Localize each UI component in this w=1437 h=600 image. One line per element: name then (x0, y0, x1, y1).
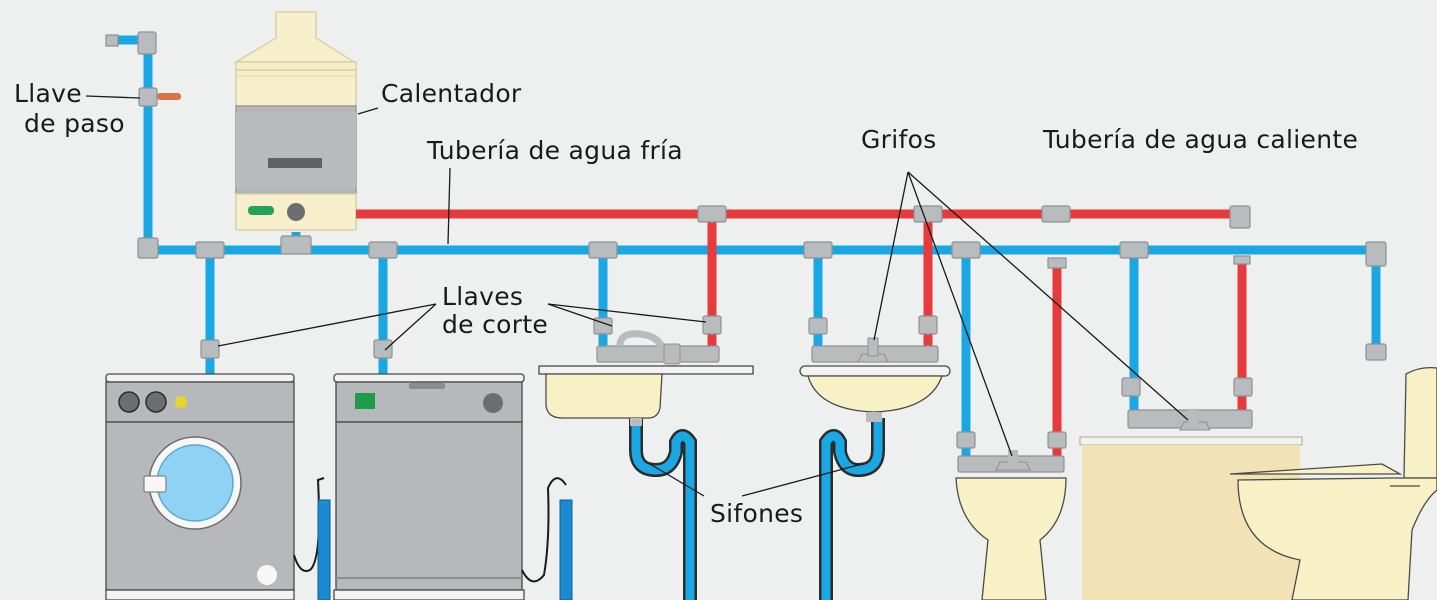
label-cold-pipe: Tubería de agua fría (427, 136, 683, 165)
washing-machine-icon (105, 373, 331, 600)
label-shutoff-line1: Llaves (442, 282, 524, 311)
sink-icon (538, 330, 754, 426)
label-traps: Sifones (710, 499, 804, 528)
washbasin-icon (799, 337, 951, 422)
bidet-icon (955, 450, 1067, 600)
label-stopcock-line2: de paso (24, 109, 125, 138)
water-heater-icon (233, 11, 357, 231)
label-hot-pipe: Tubería de agua caliente (1043, 125, 1359, 154)
toilet-icon (1229, 366, 1437, 600)
dishwasher-icon (333, 373, 573, 600)
drain-traps (629, 418, 885, 600)
leader-lines (85, 95, 1189, 497)
label-heater: Calentador (381, 79, 522, 108)
label-shutoff-line2: de corte (442, 310, 549, 339)
label-taps: Grifos (861, 125, 937, 154)
label-stopcock-line1: Llave (14, 79, 82, 108)
